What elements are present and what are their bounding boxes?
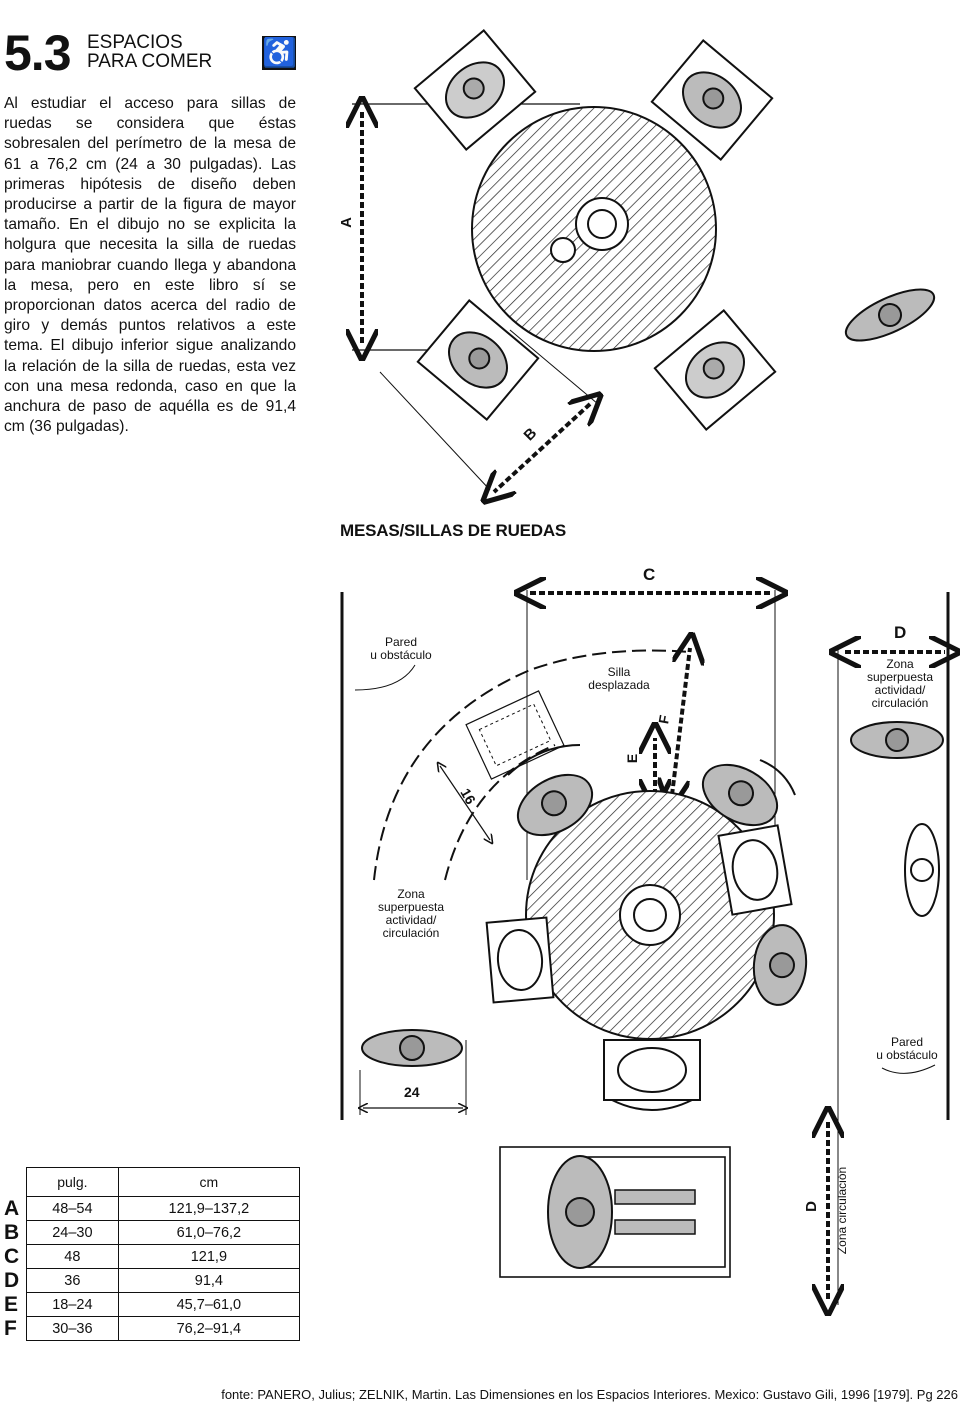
row-inches: 48 <box>26 1244 119 1269</box>
row-key: B <box>4 1220 20 1244</box>
section-number: 5.3 <box>4 25 72 81</box>
table-row: A 48–54 121,9–137,2 <box>4 1196 301 1221</box>
label-moved-chair: Silla desplazada <box>588 665 650 692</box>
header-cm: cm <box>117 1167 301 1197</box>
label-a: A <box>337 217 355 228</box>
wheelchair-user-upper-left <box>517 773 593 837</box>
diagram-caption: MESAS/SILLAS DE RUEDAS <box>340 521 567 540</box>
table-row: E 18–24 45,7–61,0 <box>4 1292 301 1317</box>
label-d-top: D <box>894 623 907 642</box>
row-key: D <box>4 1268 20 1292</box>
table-row: D 36 91,4 <box>4 1268 301 1293</box>
standing-person-top <box>844 288 936 342</box>
dimension-f-line <box>672 648 690 795</box>
label-24: 24 <box>404 1084 420 1100</box>
section-title-line1: ESPACIOS <box>87 32 183 53</box>
label-zone-left: Zona superpuesta actividad/ circulación <box>377 887 445 940</box>
wheelchair-user-top-right <box>650 39 774 161</box>
wheelchair-user-lower-right <box>752 924 808 1006</box>
row-cm: 76,2–91,4 <box>117 1316 301 1341</box>
row-cm: 121,9–137,2 <box>117 1196 301 1221</box>
row-inches: 36 <box>26 1268 119 1293</box>
section-title: ESPACIOS PARA COMER <box>87 33 212 71</box>
row-key: E <box>4 1292 19 1316</box>
table-pedestal <box>575 197 629 251</box>
source-citation: fonte: PANERO, Julius; ZELNIK, Martin. L… <box>221 1387 958 1402</box>
displaced-chair-ghost <box>465 690 565 780</box>
row-cm: 121,9 <box>117 1244 301 1269</box>
label-wall-right: Pared u obstáculo <box>876 1035 938 1062</box>
seated-person-bottom <box>603 1039 701 1101</box>
wheelchair-user-bottom-right <box>653 309 777 431</box>
label-d-bottom: D <box>802 1201 820 1212</box>
standing-person-left <box>361 1029 463 1067</box>
row-inches: 48–54 <box>26 1196 119 1221</box>
wheelchair-user-top-left <box>413 29 537 151</box>
wheelchair-user-upper-right <box>702 763 778 827</box>
seated-person-left <box>485 916 555 1004</box>
dimension-16-line <box>440 766 490 840</box>
wheelchair-user-bottom-left <box>416 299 540 421</box>
bottom-figure <box>340 590 948 1305</box>
row-cm: 45,7–61,0 <box>117 1292 301 1317</box>
table-row: C 48 121,9 <box>4 1244 301 1269</box>
table-row: F 30–36 76,2–91,4 <box>4 1316 301 1341</box>
seated-person-right <box>717 824 793 916</box>
table-row: B 24–30 61,0–76,2 <box>4 1220 301 1245</box>
overlap-zone-outer-arc <box>373 649 691 881</box>
row-cm: 61,0–76,2 <box>117 1220 301 1245</box>
row-key: C <box>4 1244 20 1268</box>
row-inches: 18–24 <box>26 1292 119 1317</box>
label-c: C <box>643 565 656 584</box>
row-inches: 30–36 <box>26 1316 119 1341</box>
top-figure <box>352 29 936 492</box>
table-header-row: pulg. cm <box>4 1167 301 1197</box>
label-wall-left: Pared u obstáculo <box>370 635 432 662</box>
row-key: F <box>4 1316 17 1340</box>
header-inches: pulg. <box>26 1167 119 1197</box>
label-circulation-zone: Zona circulación <box>835 1166 850 1255</box>
label-zone-right: Zona superpuesta actividad/ circulación <box>866 657 934 710</box>
row-inches: 24–30 <box>26 1220 119 1245</box>
standing-person-right-mid <box>904 823 940 917</box>
wheelchair-icon: ♿ <box>262 36 297 70</box>
standing-person-right-top <box>850 721 944 759</box>
row-cm: 91,4 <box>117 1268 301 1293</box>
section-title-line2: PARA COMER <box>87 51 213 72</box>
label-e: E <box>624 753 641 764</box>
row-key: A <box>4 1196 20 1220</box>
dimension-b-line <box>494 404 590 492</box>
intro-paragraph: Al estudiar el acceso para sillas de rue… <box>4 95 296 436</box>
wheelchair-user-circulation <box>499 1146 731 1278</box>
dimension-table: pulg. cm A 48–54 121,9–137,2 B 24–30 61,… <box>4 1167 301 1341</box>
